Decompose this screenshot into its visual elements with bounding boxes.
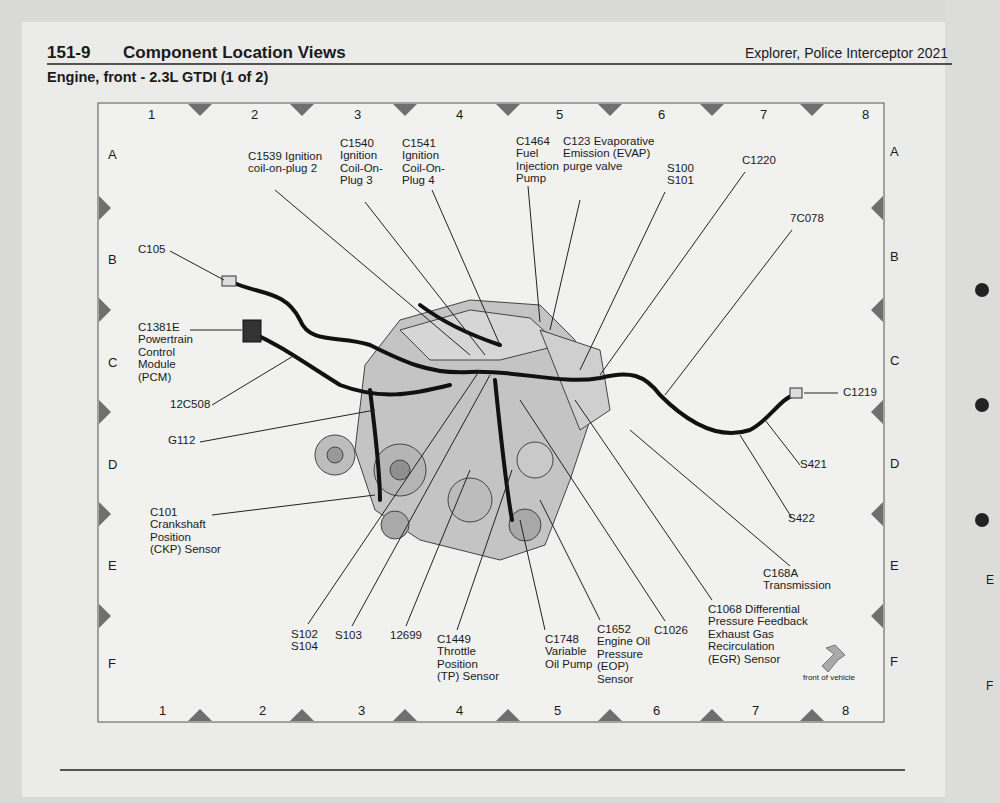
callout-label: S100 S101 xyxy=(667,162,703,187)
grid-reference: A xyxy=(890,145,899,159)
engine xyxy=(315,300,610,560)
paper xyxy=(22,22,947,797)
grid-reference: 6 xyxy=(658,108,665,122)
leader-lines xyxy=(170,172,838,630)
callout-label: C1449 Throttle Position (TP) Sensor xyxy=(437,633,503,683)
direction-arrow xyxy=(822,645,845,672)
page-edge-letter: E xyxy=(986,574,994,587)
grid-reference: C xyxy=(890,354,899,368)
grid-reference: 1 xyxy=(148,108,155,122)
callout-label: C105 xyxy=(138,243,166,255)
grid-reference: F xyxy=(108,657,116,671)
grid-reference: 3 xyxy=(358,704,365,718)
grid-reference: 2 xyxy=(251,108,258,122)
callout-label: C1219 xyxy=(843,386,877,398)
grid-reference: E xyxy=(108,559,117,573)
grid-reference: B xyxy=(108,253,117,267)
grid-reference: C xyxy=(108,356,117,370)
grid-reference: 4 xyxy=(456,704,463,718)
grid-reference: 5 xyxy=(556,108,563,122)
page-edge-letter: F xyxy=(986,680,993,693)
page-number: 151-9 xyxy=(47,44,90,62)
wiring-harness xyxy=(232,282,795,520)
grid-reference: 5 xyxy=(554,704,561,718)
callout-label: C1464 Fuel Injection Pump xyxy=(516,135,562,185)
grid-reference: 7 xyxy=(760,108,767,122)
grid-reference: 2 xyxy=(259,704,266,718)
binder-holes xyxy=(975,283,989,527)
callout-label: 12699 xyxy=(390,629,422,641)
grid-reference: D xyxy=(890,457,899,471)
grid-reference: E xyxy=(890,559,899,573)
next-page xyxy=(945,0,1000,803)
callout-label: S102 S104 xyxy=(291,628,326,653)
callout-label: C1381E Powertrain Control Module (PCM) xyxy=(138,321,210,383)
callout-label: C168A Transmission xyxy=(763,567,838,592)
section-title: Engine, front - 2.3L GTDI (1 of 2) xyxy=(47,70,268,86)
callout-label: S103 xyxy=(335,629,362,641)
callout-label: C101 Crankshaft Position (CKP) Sensor xyxy=(150,506,222,556)
grid-reference: 1 xyxy=(159,704,166,718)
callout-label: S421 xyxy=(800,458,827,470)
grid-reference: B xyxy=(890,250,899,264)
grid-reference: 6 xyxy=(653,704,660,718)
grid-reference: D xyxy=(108,458,117,472)
grid-reference: A xyxy=(108,148,117,162)
callout-label: 12C508 xyxy=(170,398,210,410)
callout-label: C1541 Ignition Coil-On-Plug 4 xyxy=(402,137,452,187)
frame xyxy=(98,103,884,722)
callout-label: C1748 Variable Oil Pump xyxy=(545,633,593,670)
grid-reference: 7 xyxy=(752,704,759,718)
callout-label: 7C078 xyxy=(790,212,824,224)
callout-label: C1540 Ignition Coil-On-Plug 3 xyxy=(340,137,384,187)
callout-label: C1220 xyxy=(742,154,776,166)
page-heading: Component Location Views xyxy=(123,44,346,62)
grid-reference: F xyxy=(890,655,898,669)
callout-label: C1026 xyxy=(654,624,688,636)
vehicle-name: Explorer, Police Interceptor 2021 xyxy=(745,46,948,61)
grid-reference: 8 xyxy=(862,108,869,122)
grid-reference: 4 xyxy=(456,108,463,122)
callout-label: C123 Evaporative Emission (EVAP) purge v… xyxy=(563,135,658,172)
callout-label: S422 xyxy=(788,512,815,524)
direction-note: front of vehicle xyxy=(803,674,855,683)
frame-ticks xyxy=(99,104,883,721)
callout-label: C1539 Ignition coil-on-plug 2 xyxy=(248,150,333,175)
callout-label: C1068 Differential Pressure Feedback Exh… xyxy=(708,603,808,665)
callout-label: G112 xyxy=(168,434,195,446)
callout-label: C1652 Engine Oil Pressure (EOP) Sensor xyxy=(597,623,653,685)
grid-reference: 8 xyxy=(842,704,849,718)
grid-reference: 3 xyxy=(354,108,361,122)
